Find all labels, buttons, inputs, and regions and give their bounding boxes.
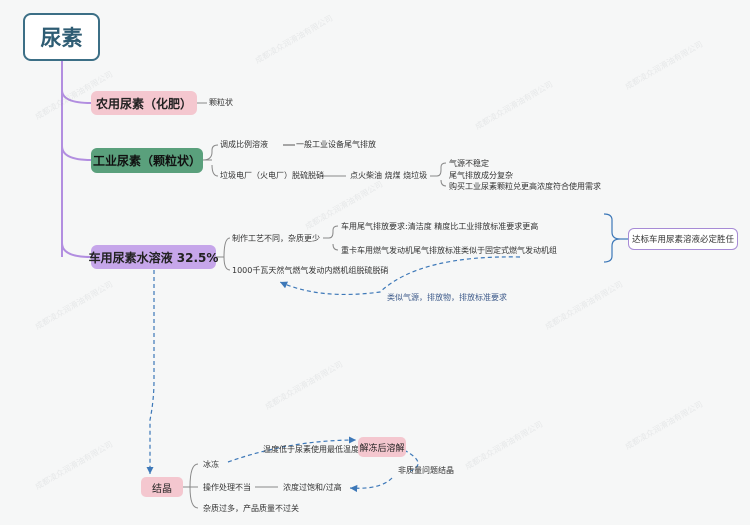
industrial-item-power-plant: 垃圾电厂（火电厂）脱硫脱硝 xyxy=(220,171,324,180)
crystal-concentration: 浓度过饱和/过高 xyxy=(283,483,342,492)
crystal-non-quality: 非质量问题结晶 xyxy=(398,466,454,475)
industrial-sub-purchase: 购买工业尿素颗粒兑更高浓度符合使用需求 xyxy=(449,182,601,191)
industrial-sub-complex-emission: 尾气排放成分复杂 xyxy=(449,171,513,180)
crystal-cause-freeze: 冰冻 xyxy=(203,460,219,469)
branch-automotive-urea[interactable]: 车用尿素水溶液 32.5% xyxy=(89,245,218,269)
crystal-cause-operation: 操作处理不当 xyxy=(203,483,251,492)
industrial-item-power-plant-detail: 点火柴油 烧煤 烧垃圾 xyxy=(350,171,428,180)
crystal-node[interactable]: 结晶 xyxy=(141,477,183,497)
branch-industrial-urea[interactable]: 工业尿素（颗粒状） xyxy=(91,148,203,173)
industrial-item-ratio-detail: 一般工业设备尾气排放 xyxy=(296,140,376,149)
conclusion-box[interactable]: 达标车用尿素溶液必定胜任 xyxy=(628,228,738,250)
industrial-item-ratio-solution: 调成比例溶液 xyxy=(220,140,268,149)
branch-agricultural-urea[interactable]: 农用尿素（化肥） xyxy=(91,91,197,115)
automotive-sub-heavy-truck: 重卡车用燃气发动机尾气排放标准类似于固定式燃气发动机组 xyxy=(341,246,557,255)
automotive-item-process: 制作工艺不同，杂质更少 xyxy=(232,234,320,243)
root-node[interactable]: 尿素 xyxy=(23,13,100,61)
industrial-sub-unstable-gas: 气源不稳定 xyxy=(449,159,489,168)
crystal-freeze-note: 温度低于尿素使用最低温度 xyxy=(263,445,359,454)
automotive-item-1000kw: 1000千瓦天然气燃气发动内燃机组脱硫脱硝 xyxy=(232,266,389,275)
automotive-annotation: 类似气源，排放物，排放标准要求 xyxy=(387,293,507,302)
automotive-sub-vehicle-standard: 车用尾气排放要求:清洁度 精度比工业排放标准要求更高 xyxy=(341,222,539,231)
agricultural-note: 颗粒状 xyxy=(209,98,233,107)
crystal-cause-impurity: 杂质过多，产品质量不过关 xyxy=(203,504,299,513)
thaw-dissolve-node[interactable]: 解冻后溶解 xyxy=(358,437,406,457)
